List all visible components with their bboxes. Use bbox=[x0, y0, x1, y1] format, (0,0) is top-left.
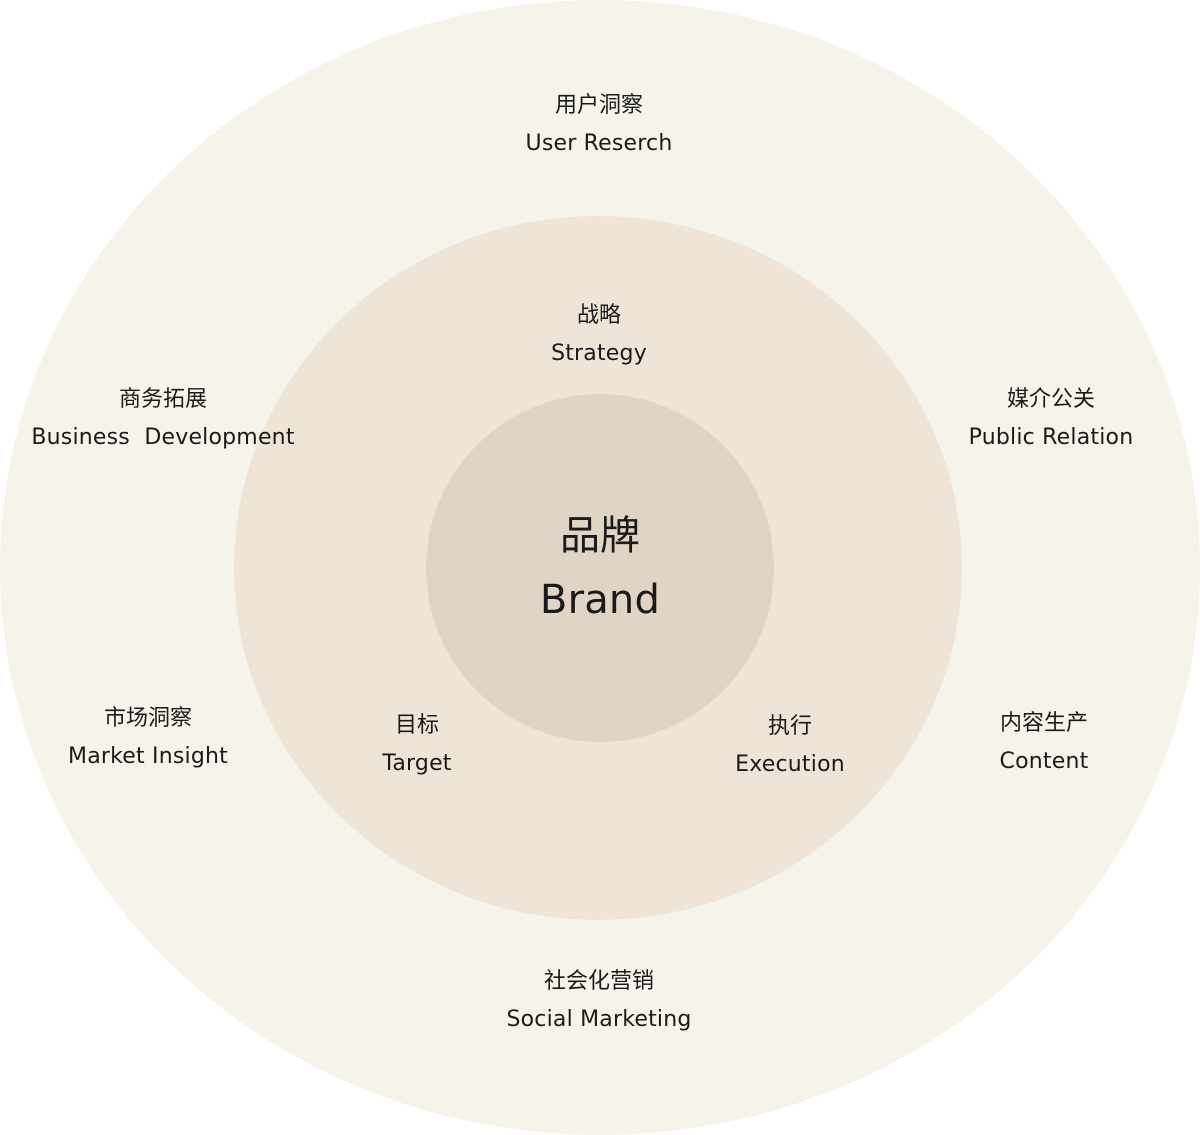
label-user-research-en: User Reserch bbox=[525, 131, 673, 156]
label-execution-en: Execution bbox=[735, 752, 845, 777]
label-social-marketing-en: Social Marketing bbox=[506, 1007, 692, 1032]
label-public-relation-zh: 媒介公关 bbox=[1006, 387, 1096, 412]
label-strategy-en: Strategy bbox=[551, 341, 647, 366]
label-content-zh: 内容生产 bbox=[999, 711, 1088, 736]
label-strategy-zh: 战略 bbox=[576, 303, 621, 328]
label-business-development-en: Business Development bbox=[31, 425, 295, 450]
label-execution: 执行 Execution bbox=[735, 713, 845, 779]
center-label-brand: 品牌 Brand bbox=[540, 512, 660, 624]
label-social-marketing: 社会化营销 Social Marketing bbox=[506, 968, 691, 1034]
label-content-en: Content bbox=[999, 749, 1089, 774]
label-business-development: 商务拓展 Business Development bbox=[31, 386, 294, 452]
label-public-relation: 媒介公关 Public Relation bbox=[969, 386, 1134, 452]
label-user-research: 用户洞察 User Reserch bbox=[526, 92, 673, 158]
label-public-relation-en: Public Relation bbox=[968, 425, 1134, 450]
label-user-research-zh: 用户洞察 bbox=[554, 93, 643, 118]
label-strategy: 战略 Strategy bbox=[551, 302, 647, 368]
label-target-zh: 目标 bbox=[394, 713, 440, 738]
label-business-development-zh: 商务拓展 bbox=[118, 387, 207, 412]
label-target-en: Target bbox=[382, 751, 452, 776]
label-execution-zh: 执行 bbox=[767, 714, 813, 739]
center-label-en: Brand bbox=[539, 577, 661, 623]
label-market-insight-en: Market Insight bbox=[68, 744, 228, 769]
label-social-marketing-zh: 社会化营销 bbox=[543, 969, 655, 994]
label-target: 目标 Target bbox=[382, 712, 451, 778]
inner-circle bbox=[426, 394, 774, 742]
label-market-insight-zh: 市场洞察 bbox=[103, 706, 192, 731]
center-label-zh: 品牌 bbox=[559, 513, 640, 559]
label-content: 内容生产 Content bbox=[1000, 710, 1089, 776]
label-market-insight: 市场洞察 Market Insight bbox=[68, 705, 228, 771]
